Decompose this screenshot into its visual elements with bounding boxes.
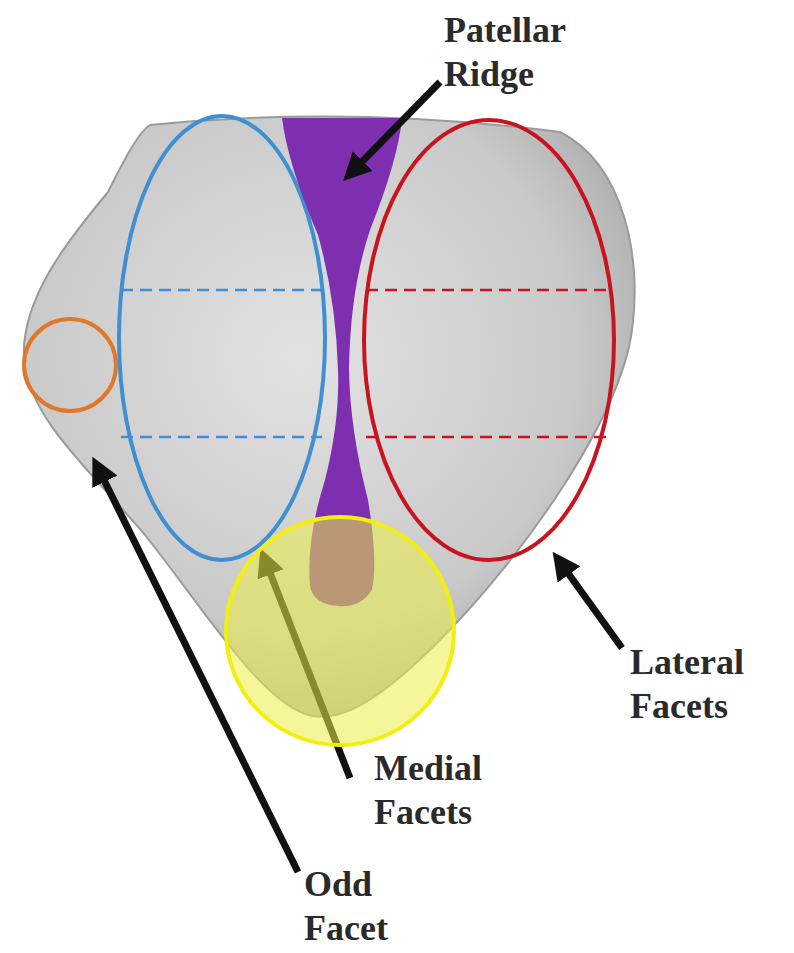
medial-facet-divider (121, 436, 322, 439)
lateral-facet-divider (366, 289, 612, 292)
lateral-facet-outline (364, 120, 614, 560)
odd-facet-outline (24, 319, 116, 411)
part-label: Odd Facet (304, 862, 424, 950)
leader-arrow (560, 562, 622, 648)
medial-facet-outline (119, 116, 325, 560)
highlight-circle (226, 517, 454, 745)
lateral-facet-divider (366, 436, 612, 439)
medial-facet-divider (121, 289, 322, 292)
part-label: Lateral Facets (630, 640, 790, 728)
leader-arrow (352, 82, 440, 172)
part-label: Medial Facets (374, 746, 534, 834)
part-label: Patellar Ridge (444, 8, 604, 96)
